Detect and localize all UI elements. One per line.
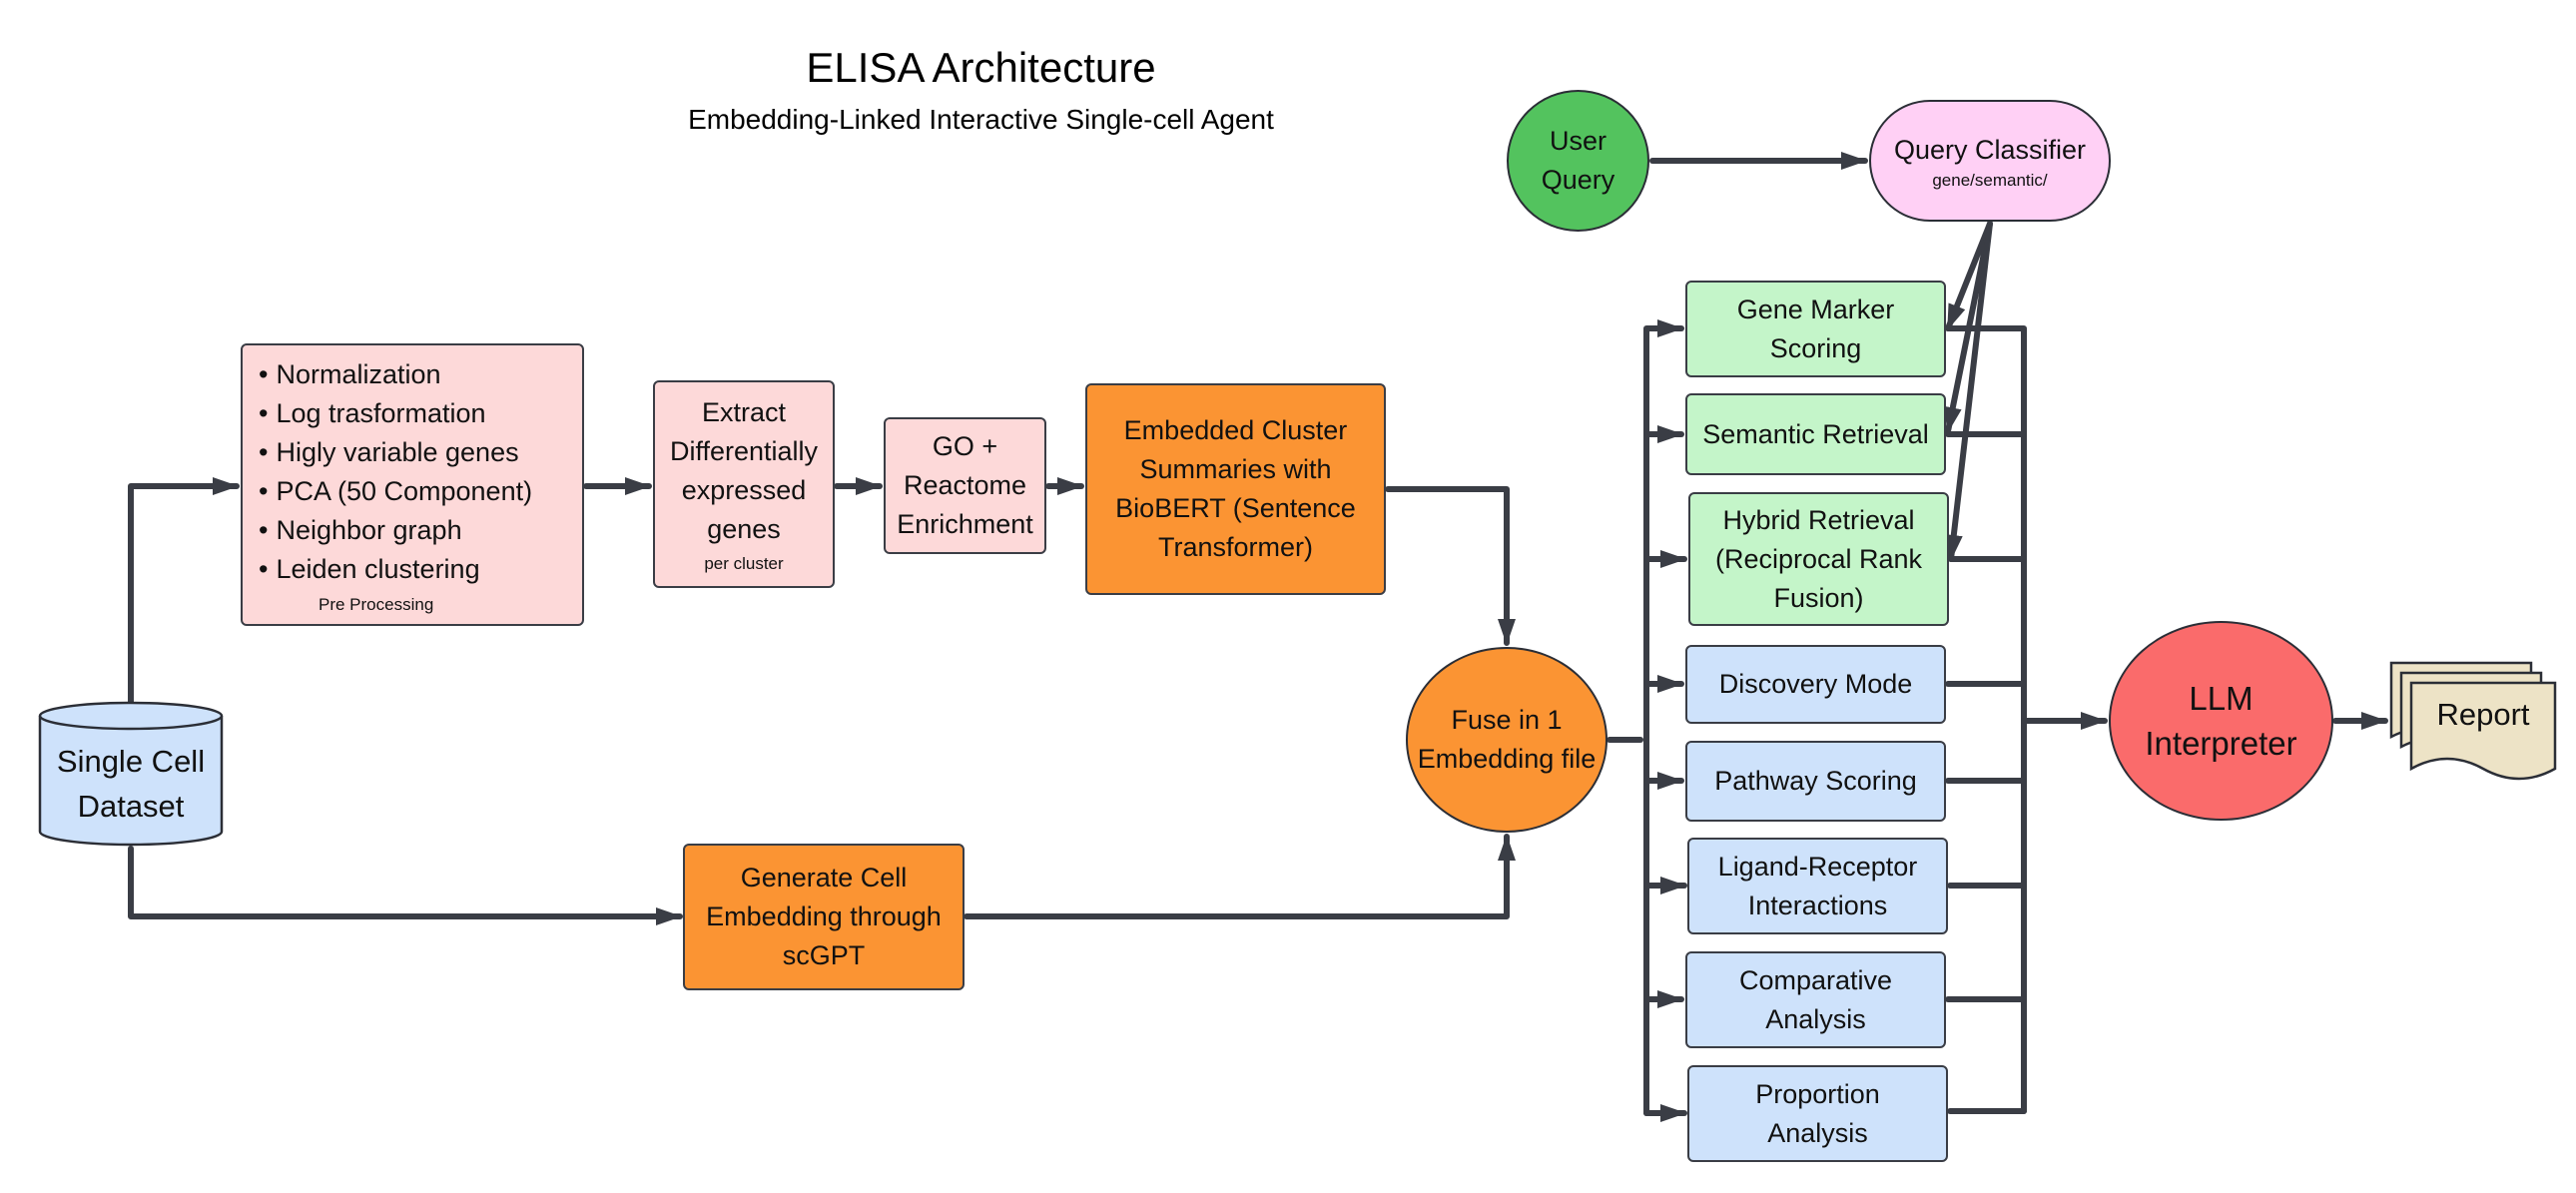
llm-interpreter-node: LLM Interpreter <box>2109 621 2333 821</box>
preprocessing-step: Normalization <box>259 355 440 394</box>
preprocessing-step: PCA (50 Component) <box>259 472 532 511</box>
preprocessing-node: NormalizationLog trasformationHigly vari… <box>241 343 584 626</box>
single-cell-dataset-label: Single Cell Dataset <box>56 744 206 824</box>
module-gene-marker-scoring: Gene Marker Scoring <box>1685 281 1946 377</box>
deg-node: Extract Differentially expressed genes p… <box>653 380 835 588</box>
module-semantic-retrieval: Semantic Retrieval <box>1685 393 1946 475</box>
cell-embedding-node: Generate Cell Embedding through scGPT <box>683 844 965 990</box>
preprocessing-step: Higly variable genes <box>259 433 518 472</box>
cluster-summaries-node: Embedded Cluster Summaries with BioBERT … <box>1085 383 1386 595</box>
edge-classifier-to-hybrid <box>1944 221 1993 562</box>
fuse-embedding-node: Fuse in 1 Embedding file <box>1406 647 1608 833</box>
report-label: Report <box>2436 697 2530 732</box>
module-pathway-scoring: Pathway Scoring <box>1685 741 1946 822</box>
edge-cell-embedding-to-fuse <box>964 834 1516 919</box>
document-stack-icon <box>2389 661 2557 781</box>
report-node: Report <box>2389 659 2559 784</box>
module-proportion-analysis: Proportion Analysis <box>1687 1065 1948 1162</box>
module-discovery-mode: Discovery Mode <box>1685 645 1946 724</box>
deg-caption: per cluster <box>704 554 784 573</box>
query-classifier-label: Query Classifier <box>1893 134 2087 165</box>
single-cell-dataset-node: Single Cell Dataset <box>38 701 224 847</box>
module-ligand-receptor: Ligand-Receptor Interactions <box>1687 838 1948 934</box>
preprocessing-step: Neighbor graph <box>259 511 461 550</box>
preprocessing-caption: Pre Processing <box>319 595 434 614</box>
edge-classifier-to-gene-marker <box>1945 221 1993 331</box>
deg-label: Extract Differentially expressed genes <box>669 397 819 544</box>
user-query-node: User Query <box>1507 90 1649 232</box>
module-hybrid-retrieval: Hybrid Retrieval (Reciprocal Rank Fusion… <box>1688 492 1949 626</box>
query-classifier-node: Query Classifier gene/semantic/ <box>1869 100 2111 222</box>
preprocessing-step: Leiden clustering <box>259 550 479 589</box>
edge-dataset-to-cell-embedding <box>128 846 683 925</box>
enrichment-node: GO + Reactome Enrichment <box>884 417 1046 554</box>
query-classifier-caption: gene/semantic/ <box>1932 170 2048 190</box>
diagram-title: ELISA Architecture <box>806 44 1156 91</box>
edge-dataset-to-preprocessing <box>128 477 240 706</box>
diagram-subtitle: Embedding-Linked Interactive Single-cell… <box>688 104 1274 135</box>
module-comparative-analysis: Comparative Analysis <box>1685 951 1946 1048</box>
preprocessing-step: Log trasformation <box>259 394 485 433</box>
cylinder-icon <box>38 701 224 847</box>
edge-summaries-to-fuse <box>1385 486 1516 646</box>
